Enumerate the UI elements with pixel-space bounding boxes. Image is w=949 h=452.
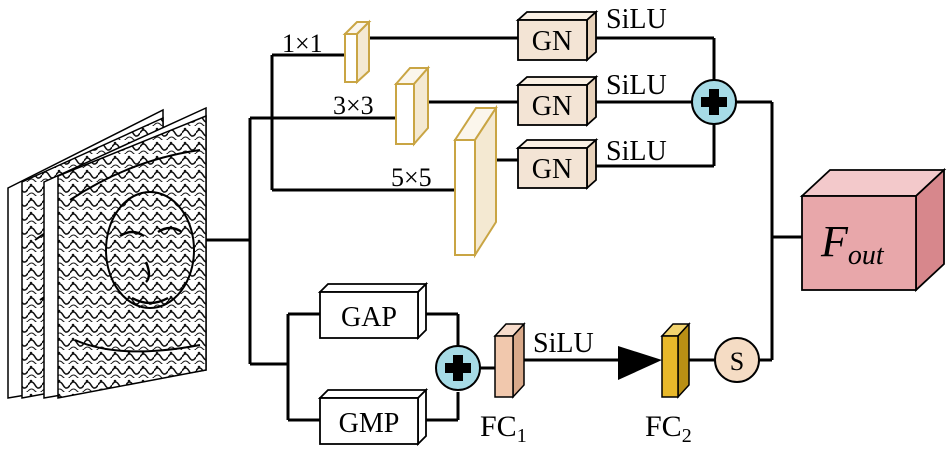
kernel-label-3x3: 3×3	[333, 91, 374, 120]
plus-circle-icon	[701, 89, 727, 115]
silu-label-3: SiLU	[606, 136, 667, 167]
fc1-label: FC1	[480, 410, 527, 447]
silu-label-2: SiLU	[606, 70, 667, 101]
add-node-lower	[435, 345, 481, 391]
gn-label-1: GN	[532, 26, 572, 57]
conv-block-5x5	[453, 104, 498, 259]
output-label: Fout	[820, 217, 885, 271]
gap-label: GAP	[341, 302, 397, 333]
gn-block-2: GN	[515, 74, 599, 128]
gn-block-3: GN	[515, 137, 599, 191]
add-node-upper	[691, 79, 737, 125]
connection-lines	[206, 36, 804, 422]
gmp-block: GMP	[317, 387, 429, 447]
gmp-label: GMP	[339, 408, 400, 439]
gn-label-2: GN	[532, 91, 572, 122]
gap-block: GAP	[317, 281, 429, 341]
gn-label-3: GN	[532, 154, 572, 185]
input-feature-maps	[7, 106, 207, 399]
fc2-block	[660, 322, 691, 399]
silu-label-lower: SiLU	[533, 328, 594, 359]
feature-map-front	[43, 106, 207, 399]
fc2-label: FC2	[645, 410, 692, 447]
conv-block-3x3	[393, 65, 431, 147]
kernel-label-1x1: 1×1	[282, 29, 323, 58]
conv-block-1x1	[342, 19, 372, 85]
sigmoid-label: S	[730, 347, 744, 376]
sigmoid-node: S	[714, 337, 760, 383]
output-block: Fout	[799, 167, 947, 293]
gn-block-1: GN	[515, 9, 599, 63]
arrow-head-icon	[618, 346, 662, 380]
fc1-block	[493, 322, 526, 399]
plus-circle-icon	[445, 355, 471, 381]
silu-label-1: SiLU	[606, 4, 667, 35]
kernel-label-5x5: 5×5	[391, 163, 432, 192]
